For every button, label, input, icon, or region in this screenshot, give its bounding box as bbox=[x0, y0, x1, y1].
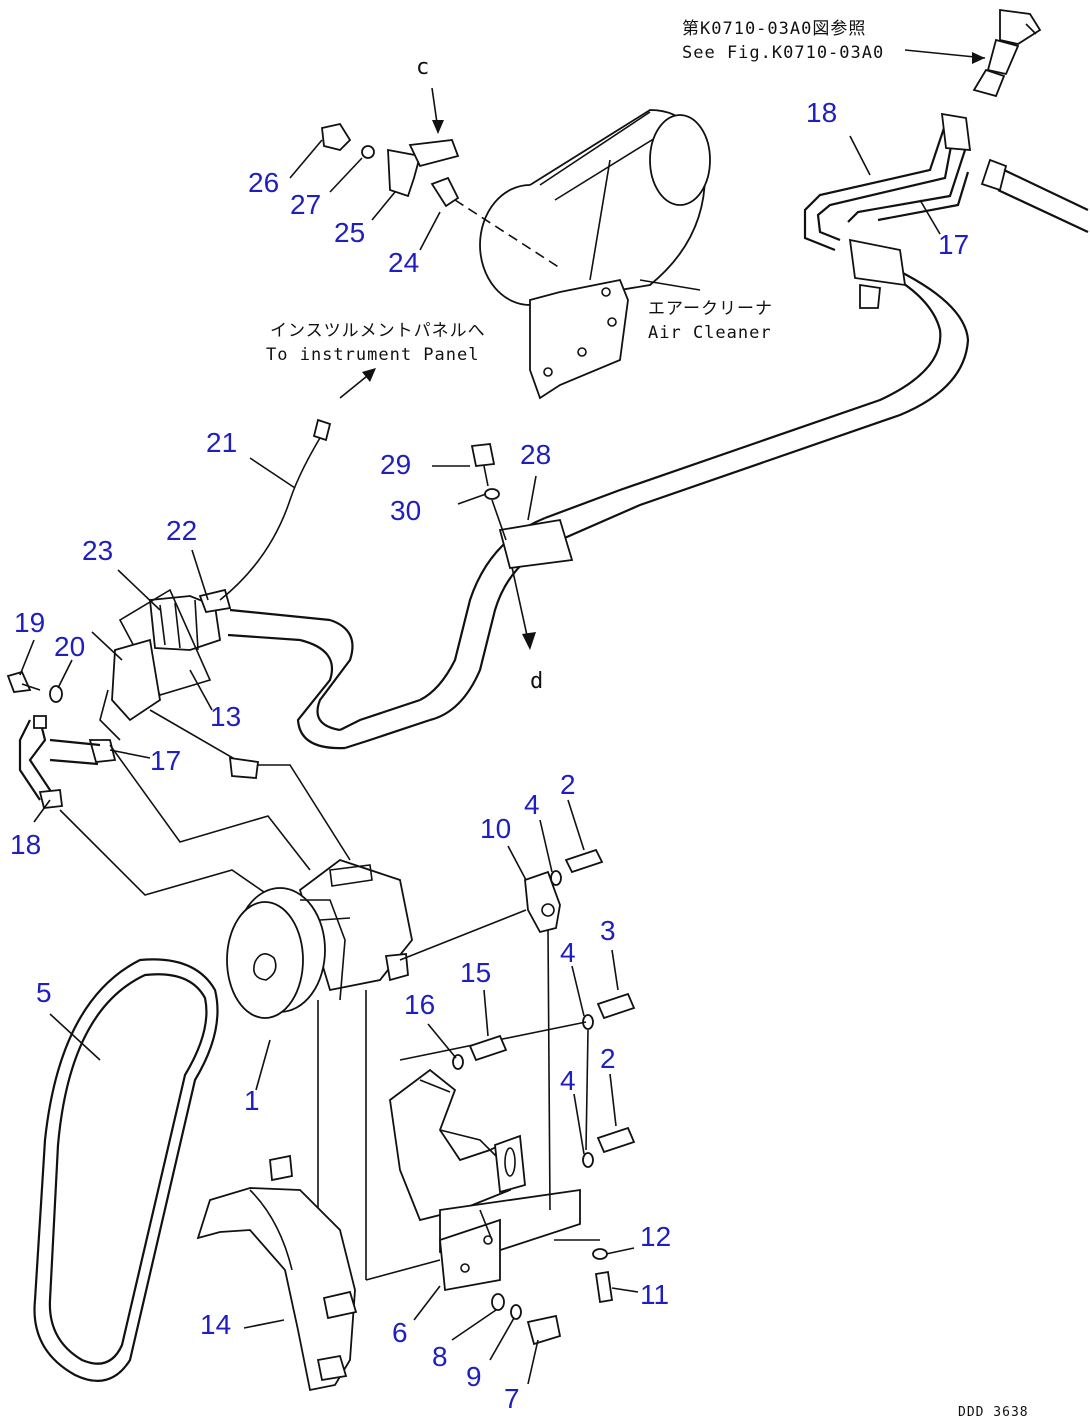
part-number: 13 bbox=[210, 701, 241, 732]
belt-cover bbox=[196, 1154, 358, 1392]
wire-21 bbox=[219, 427, 327, 601]
part-number: 11 bbox=[640, 1279, 669, 1310]
view-d-label: d bbox=[530, 669, 544, 694]
belt bbox=[33, 958, 219, 1382]
sensor-assembly bbox=[321, 122, 561, 269]
outline-line-2 bbox=[59, 809, 291, 911]
part-number: 5 bbox=[36, 977, 52, 1008]
fig-ref-en: See Fig.K0710-03A0 bbox=[682, 43, 884, 63]
instrument-en: To instrument Panel bbox=[266, 345, 479, 365]
part-number: 2 bbox=[600, 1043, 616, 1074]
part-number: 27 bbox=[290, 189, 321, 220]
part-number: 8 bbox=[432, 1341, 448, 1372]
part-number: 16 bbox=[404, 989, 435, 1020]
compressor-fittings bbox=[99, 588, 232, 741]
part-number: 4 bbox=[560, 937, 576, 968]
part-number: 6 bbox=[392, 1317, 408, 1348]
air-cleaner bbox=[479, 109, 711, 400]
hose-clip bbox=[228, 756, 260, 779]
part-number: 17 bbox=[150, 745, 181, 776]
main-hose bbox=[227, 238, 970, 750]
instrument-jp: インスツルメントパネルへ bbox=[270, 321, 486, 341]
fig-ref-leader bbox=[904, 49, 986, 59]
bolt-19-washer-20 bbox=[6, 670, 63, 703]
part-number: 30 bbox=[390, 495, 421, 526]
fig-ref-arrowhead bbox=[972, 52, 985, 64]
part-number: 14 bbox=[200, 1309, 231, 1340]
outline-line-3 bbox=[149, 709, 351, 861]
bolt-29-washer-30 bbox=[470, 443, 507, 541]
part-number: 22 bbox=[166, 515, 197, 546]
part-number: 9 bbox=[466, 1361, 482, 1392]
part-callouts: 18 17 26 27 25 24 21 29 28 30 22 23 19 2… bbox=[10, 97, 969, 1414]
part-number: 26 bbox=[248, 167, 279, 198]
leader-lines bbox=[19, 135, 941, 1385]
part-number: 24 bbox=[388, 247, 419, 278]
part-number: 18 bbox=[10, 829, 41, 860]
part-number: 15 bbox=[460, 957, 491, 988]
part-number: 10 bbox=[480, 813, 511, 844]
part-number: 2 bbox=[560, 769, 576, 800]
part-number: 3 bbox=[600, 915, 616, 946]
bracket-10 bbox=[399, 870, 561, 1211]
left-hoses bbox=[18, 715, 117, 809]
part-number: 23 bbox=[82, 535, 113, 566]
part-number: 21 bbox=[206, 427, 237, 458]
air-cleaner-jp: エアークリーナ bbox=[648, 299, 773, 319]
view-d-arrowhead bbox=[522, 632, 536, 650]
part-number: 28 bbox=[520, 439, 551, 470]
part-number: 18 bbox=[806, 97, 837, 128]
hose-fitting-top bbox=[972, 8, 1042, 98]
part-number: 20 bbox=[54, 631, 85, 662]
part-number: 7 bbox=[504, 1383, 520, 1414]
wire-connector bbox=[312, 418, 332, 442]
part-number: 19 bbox=[14, 607, 45, 638]
part-number: 17 bbox=[938, 229, 969, 260]
instrument-arrowhead bbox=[362, 368, 376, 382]
part-number: 25 bbox=[334, 217, 365, 248]
upper-hoses bbox=[803, 112, 1089, 252]
compressor bbox=[226, 858, 413, 1280]
part-number: 12 bbox=[640, 1221, 671, 1252]
outline-line-1 bbox=[109, 744, 311, 871]
part-number: 4 bbox=[560, 1065, 576, 1096]
part-number: 4 bbox=[524, 789, 540, 820]
view-c-arrowhead bbox=[432, 120, 444, 134]
drawing-code: DDD 3638 bbox=[958, 1405, 1029, 1420]
bracket bbox=[365, 1068, 581, 1292]
view-c-label: c bbox=[416, 55, 430, 80]
part-number: 29 bbox=[380, 449, 411, 480]
fig-ref-jp: 第K0710-03A0図参照 bbox=[682, 19, 866, 39]
part-number: 1 bbox=[244, 1085, 260, 1116]
air-cleaner-en: Air Cleaner bbox=[648, 323, 772, 343]
